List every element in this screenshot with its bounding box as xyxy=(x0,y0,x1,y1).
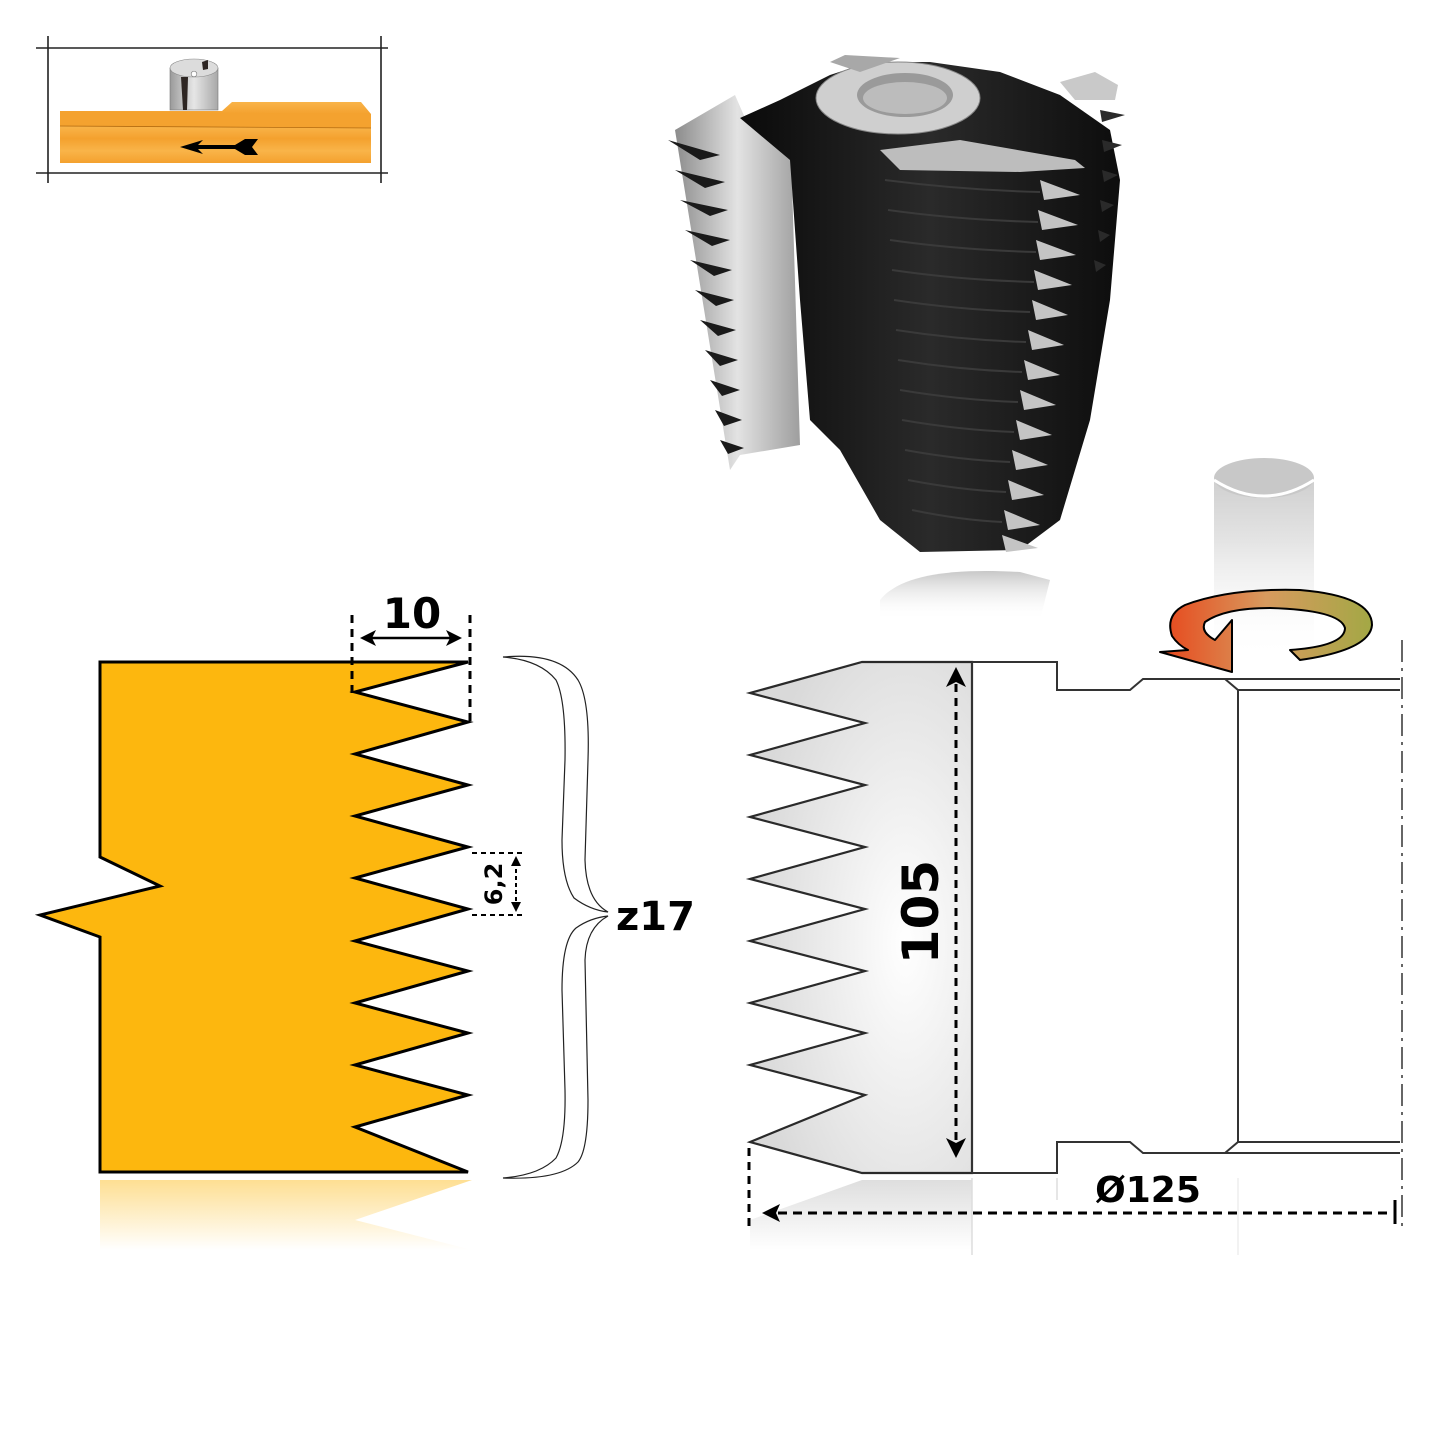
workpiece-board-icon xyxy=(59,102,372,163)
arrowhead-down-icon xyxy=(946,1138,966,1158)
cutterhead-photo xyxy=(668,55,1125,620)
teeth-count-label: z17 xyxy=(616,894,695,940)
rotation-arrow-icon xyxy=(1159,588,1373,673)
left-profile-reflection xyxy=(100,1180,472,1250)
sketch-frame xyxy=(36,36,388,183)
cutter-icon xyxy=(169,58,219,111)
cutter-ribs xyxy=(884,179,1041,523)
top-blade xyxy=(830,55,900,72)
curly-brace xyxy=(502,655,609,1179)
body-outline-bottom xyxy=(972,1141,1400,1174)
pitch-label: 6,2 xyxy=(480,863,508,906)
back-blade-teeth xyxy=(1094,110,1125,272)
left-blade-teeth xyxy=(668,140,744,454)
width-dimension: 10 xyxy=(350,589,472,724)
right-profile-blade xyxy=(745,660,974,1175)
left-blade xyxy=(675,95,800,470)
diameter-label: Ø125 xyxy=(1095,1170,1201,1211)
arrowhead-up-icon xyxy=(946,667,966,687)
feed-direction-arrow-icon xyxy=(180,139,258,155)
arrowhead-up-icon xyxy=(511,856,521,866)
right-profile-reflection xyxy=(750,1180,972,1250)
diameter-dimension: Ø125 xyxy=(747,1148,1397,1228)
height-label: 105 xyxy=(892,860,950,964)
body-outline-top xyxy=(972,661,1400,691)
front-blade-top xyxy=(880,140,1085,172)
cutter-body xyxy=(740,62,1120,552)
left-profile-drawing: 10 6,2 z17 xyxy=(34,589,695,1250)
arrowhead-right-icon xyxy=(446,630,462,646)
usage-sketch xyxy=(36,36,388,183)
pitch-dimension: 6,2 xyxy=(472,852,524,916)
arrowhead-left-icon xyxy=(762,1204,780,1222)
width-label: 10 xyxy=(383,589,441,638)
right-profile-drawing: 105 Ø125 xyxy=(745,458,1403,1255)
height-dimension: 105 xyxy=(892,667,966,1158)
top-right-blade xyxy=(1060,72,1118,100)
photo-reflection xyxy=(880,570,1050,620)
left-profile-shape xyxy=(34,660,474,1174)
right-blade-teeth xyxy=(1002,180,1080,552)
arrowhead-left-icon xyxy=(360,630,376,646)
arrowhead-down-icon xyxy=(511,902,521,912)
